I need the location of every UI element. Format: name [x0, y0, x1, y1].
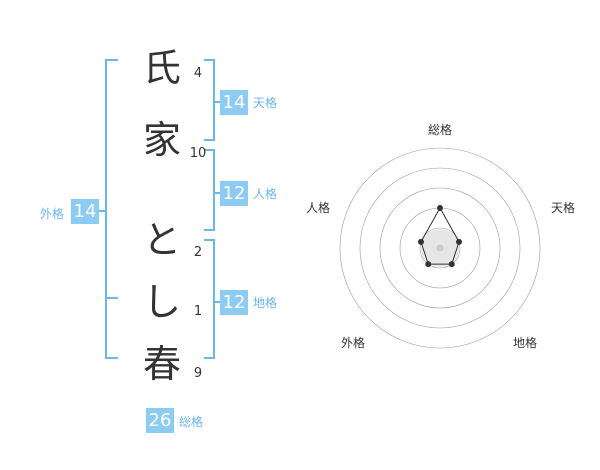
tenkaku-value: 14	[220, 90, 248, 115]
radar-label-gaikaku: 外格	[341, 335, 365, 350]
radar-ring-4	[359, 167, 521, 329]
jinkaku-label: 人格	[253, 187, 278, 201]
radar-label-tenkaku: 天格	[551, 200, 575, 215]
tenkaku-label: 天格	[253, 96, 278, 110]
name-char-1: 氏	[142, 46, 181, 90]
jinkaku-bracket	[204, 149, 220, 231]
radar-label-soukaku: 総格	[428, 122, 452, 137]
radar-point-1	[437, 205, 443, 211]
radar-point-2	[456, 238, 463, 245]
name-char-5: 春	[142, 342, 181, 386]
gaikaku-label: 外格	[40, 207, 65, 221]
radar-label-chikaku: 地格	[513, 335, 537, 350]
jinkaku-value: 12	[220, 181, 248, 206]
radar-series-line	[420, 206, 460, 265]
stroke-count-1: 4	[193, 66, 203, 81]
radar-ring-5	[339, 147, 541, 349]
name-char-4: し	[142, 280, 181, 324]
gaikaku-value: 14	[71, 199, 99, 224]
stroke-count-5: 9	[193, 366, 203, 381]
radar-point-5	[417, 238, 424, 245]
soukaku-label: 総格	[179, 415, 204, 429]
chikaku-label: 地格	[253, 296, 278, 310]
soukaku-value: 26	[146, 408, 174, 433]
radar-point-3	[448, 261, 455, 268]
stroke-count-4: 1	[193, 304, 203, 319]
name-char-2: 家	[142, 118, 181, 162]
tenkaku-bracket	[204, 59, 220, 141]
chikaku-bracket	[204, 239, 220, 359]
stroke-count-3: 2	[193, 245, 203, 260]
radar-ring-1	[419, 227, 461, 269]
radar-center-dot	[436, 244, 444, 252]
stroke-count-2: 10	[189, 146, 207, 161]
chikaku-value: 12	[220, 290, 248, 315]
radar-chart: 総格 天格 地格 外格 人格	[306, 122, 575, 350]
name-char-3: と	[142, 218, 181, 262]
radar-point-4	[425, 261, 432, 268]
radar-label-jinkaku: 人格	[306, 200, 330, 215]
radar-ring-3	[379, 187, 501, 309]
